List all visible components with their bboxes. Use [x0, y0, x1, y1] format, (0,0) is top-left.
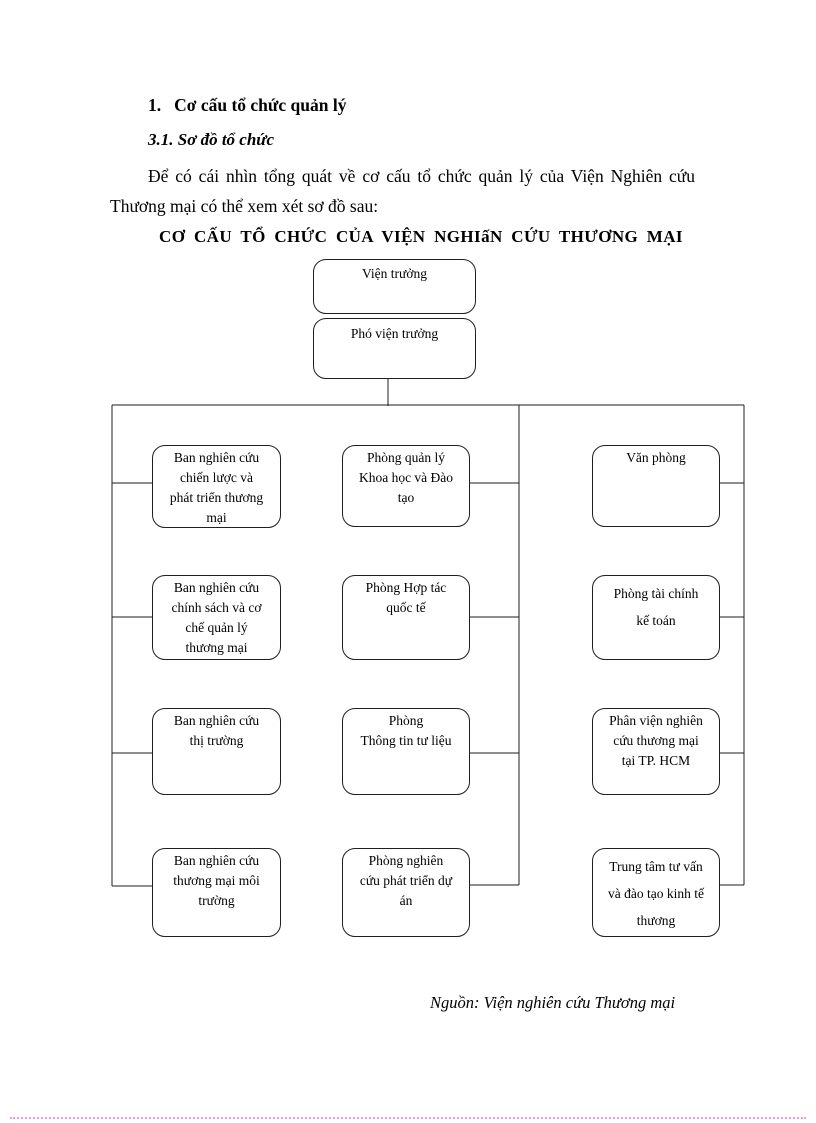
page-bottom-dotted-line	[10, 1117, 806, 1119]
org-box-label: Văn phòng	[626, 450, 686, 465]
org-box-science-training: Phòng quản lý Khoa học và Đào tạo	[342, 445, 470, 527]
org-box-strategy-research: Ban nghiên cứu chiến lược và phát triển …	[152, 445, 281, 528]
org-box-label: Trung tâm tư vấn và đào tạo kinh tế thươ…	[608, 859, 704, 928]
org-box-project-development: Phòng nghiên cứu phát triển dự án	[342, 848, 470, 937]
org-box-label: Phân viện nghiên cứu thương mại tại TP. …	[609, 713, 703, 768]
diagram-title: CƠ CẤU TỔ CHỨC CỦA VIỆN NGHIấN CỨU THƯƠN…	[159, 227, 683, 246]
org-box-policy-research: Ban nghiên cứu chính sách và cơ chế quản…	[152, 575, 281, 660]
org-box-label: Phòng quản lý Khoa học và Đào tạo	[358, 450, 454, 505]
org-box-label: Ban nghiên cứu chiến lược và phát triển …	[169, 450, 264, 525]
org-box-deputy-director-label: Phó viện trưởng	[350, 326, 439, 341]
org-box-market-research: Ban nghiên cứu thị trường	[152, 708, 281, 795]
org-box-hcm-branch: Phân viện nghiên cứu thương mại tại TP. …	[592, 708, 720, 795]
section-heading-text: Cơ cấu tổ chức quản lý	[174, 95, 347, 115]
org-box-label: Phòng tài chính kế toán	[613, 586, 699, 628]
section-heading-number: 1.	[148, 95, 162, 115]
subsection-heading: 3.1. Sơ đồ tổ chức	[148, 130, 275, 149]
org-box-label: Ban nghiên cứu chính sách và cơ chế quản…	[171, 580, 262, 655]
paragraph-line-2: Thương mại có thể xem xét sơ đồ sau:	[110, 196, 379, 216]
source-note: Nguồn: Viện nghiên cứu Thương mại	[430, 993, 676, 1012]
org-box-environment-trade-research: Ban nghiên cứu thương mại môi trường	[152, 848, 281, 937]
section-heading: 1. Cơ cấu tổ chức quản lý	[148, 95, 347, 116]
org-box-office: Văn phòng	[592, 445, 720, 527]
org-box-information-documents: Phòng Thông tin tư liệu	[342, 708, 470, 795]
org-box-label: Phòng Hợp tác quốc tế	[365, 580, 447, 615]
org-box-director-label: Viện trưởng	[361, 266, 427, 281]
org-box-finance-accounting: Phòng tài chính kế toán	[592, 575, 720, 660]
org-box-label: Phòng Thông tin tư liệu	[360, 713, 452, 748]
org-box-label: Phòng nghiên cứu phát triển dự án	[359, 853, 453, 908]
org-box-deputy-director: Phó viện trưởng	[313, 318, 476, 379]
org-box-international-cooperation: Phòng Hợp tác quốc tế	[342, 575, 470, 660]
org-box-consulting-training-center: Trung tâm tư vấn và đào tạo kinh tế thươ…	[592, 848, 720, 937]
org-box-label: Ban nghiên cứu thương mại môi trường	[173, 853, 260, 908]
paragraph-line-1: Để có cái nhìn tổng quát về cơ cấu tổ ch…	[148, 166, 695, 186]
org-box-label: Ban nghiên cứu thị trường	[173, 713, 260, 748]
org-box-director: Viện trưởng	[313, 259, 476, 314]
